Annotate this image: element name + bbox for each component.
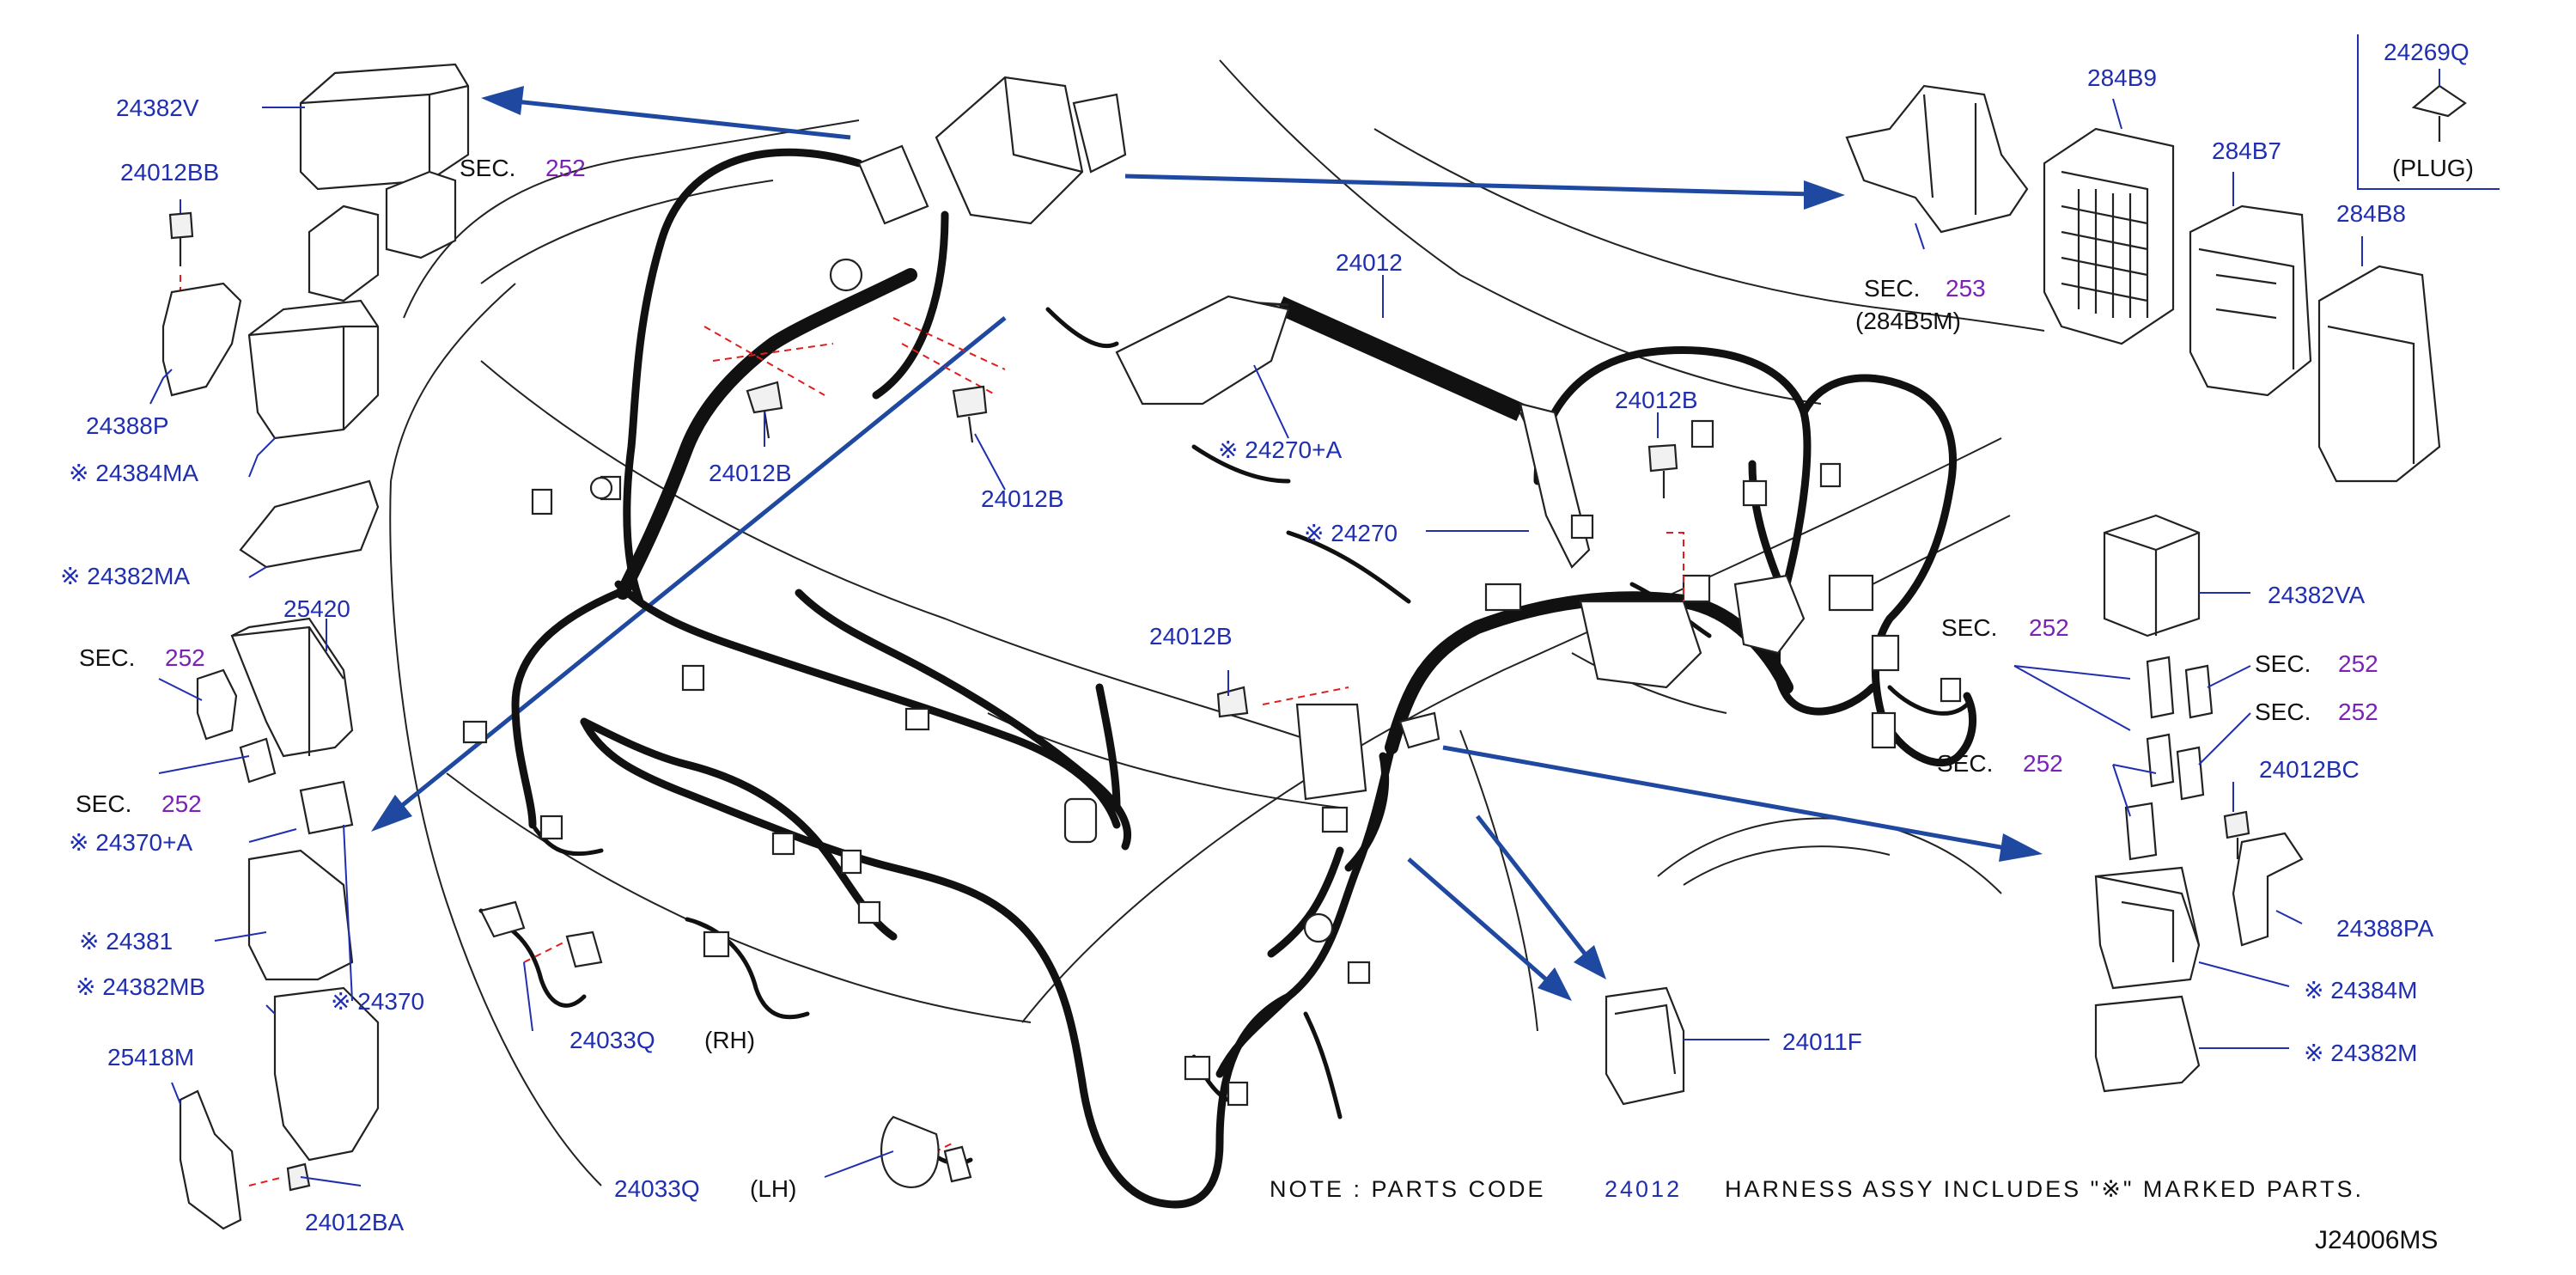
label-24012B-c: 24012B [1149,623,1233,650]
main-harness [511,148,1977,1209]
label-24012BA: 24012BA [305,1209,405,1235]
sec-word-4: SEC. [1864,275,1920,302]
leader-lines [149,34,2500,1187]
label-25420: 25420 [283,595,350,622]
sec-word-3: SEC. [76,790,131,817]
pointer-arrows [371,86,2043,1001]
central-fuse-block [857,76,1806,801]
label-24382VA: 24382VA [2268,582,2365,608]
label-24370: ※ 24370 [331,988,424,1015]
label-24382M: ※ 24382M [2304,1040,2417,1066]
alignment-dashes [180,275,2286,1187]
sec-ref-1: 252 [545,155,586,181]
sec-word-6: SEC. [2255,650,2311,677]
label-24012: 24012 [1336,249,1403,276]
grommet-connectors [479,900,972,1188]
note-code: 24012 [1605,1176,1682,1202]
sec-ref-7: 252 [2338,699,2378,725]
bolts [746,381,1678,718]
note-tail: HARNESS ASSY INCLUDES "※" MARKED PARTS. [1725,1176,2364,1202]
sec-ref-6: 252 [2338,650,2378,677]
label-plug: (PLUG) [2392,155,2474,181]
part-labels: 24382V 24012BB 24388P ※ 24384MA ※ 24382M… [60,39,2474,1235]
label-24012BC: 24012BC [2259,756,2360,783]
diagram-code: J24006MS [2315,1226,2438,1254]
label-24270: ※ 24270 [1304,520,1398,546]
sec-word-1: SEC. [460,155,515,181]
label-24370A: ※ 24370+A [69,829,192,856]
label-24382MB: ※ 24382MB [76,973,205,1000]
harness-connectors [462,258,1962,1107]
label-24011F: 24011F [1782,1028,1862,1055]
label-284B9: 284B9 [2087,64,2157,91]
label-24388PA: 24388PA [2336,915,2433,942]
sec-word-8: SEC. [1937,750,1993,777]
left-parts [161,63,470,1230]
label-24033Q-rh: 24033Q [569,1027,655,1053]
sec-word-2: SEC. [79,644,135,671]
sec-ref-2: 252 [165,644,205,671]
label-284B8: 284B8 [2336,200,2406,227]
label-24012B-a: 24012B [709,460,792,486]
section-refs: SEC. 252 SEC. 252 SEC. 252 SEC. 253 SEC.… [76,155,2378,817]
sec-ref-8: 252 [2023,750,2063,777]
sec-ref-5: 252 [2029,614,2069,641]
sec-word-7: SEC. [2255,699,2311,725]
label-24388P: 24388P [86,412,169,439]
label-24381: ※ 24381 [79,928,173,955]
label-24384MA: ※ 24384MA [69,460,198,486]
right-parts [1605,84,2467,1106]
label-24033Q-lh: 24033Q [614,1175,700,1202]
sec-ref-3: 252 [161,790,202,817]
label-24012BB: 24012BB [120,159,219,186]
label-24384M: ※ 24384M [2304,977,2417,1004]
label-24382V: 24382V [116,95,199,121]
label-24012B-d: 24012B [1615,387,1698,413]
label-24269Q: 24269Q [2384,39,2469,65]
label-25418M: 25418M [107,1044,194,1071]
label-rh: (RH) [704,1027,755,1053]
footnote: NOTE : PARTS CODE 24012 HARNESS ASSY INC… [1270,1176,2438,1254]
label-284B5M: (284B5M) [1855,308,1961,334]
label-24270A: ※ 24270+A [1218,436,1342,463]
label-284B7: 284B7 [2212,137,2281,164]
sec-ref-4: 253 [1946,275,1986,302]
note-lead: NOTE : PARTS CODE [1270,1176,1546,1202]
label-24012B-b: 24012B [981,485,1064,512]
label-lh: (LH) [750,1175,796,1202]
sec-word-5: SEC. [1941,614,1997,641]
label-24382MA: ※ 24382MA [60,563,190,589]
